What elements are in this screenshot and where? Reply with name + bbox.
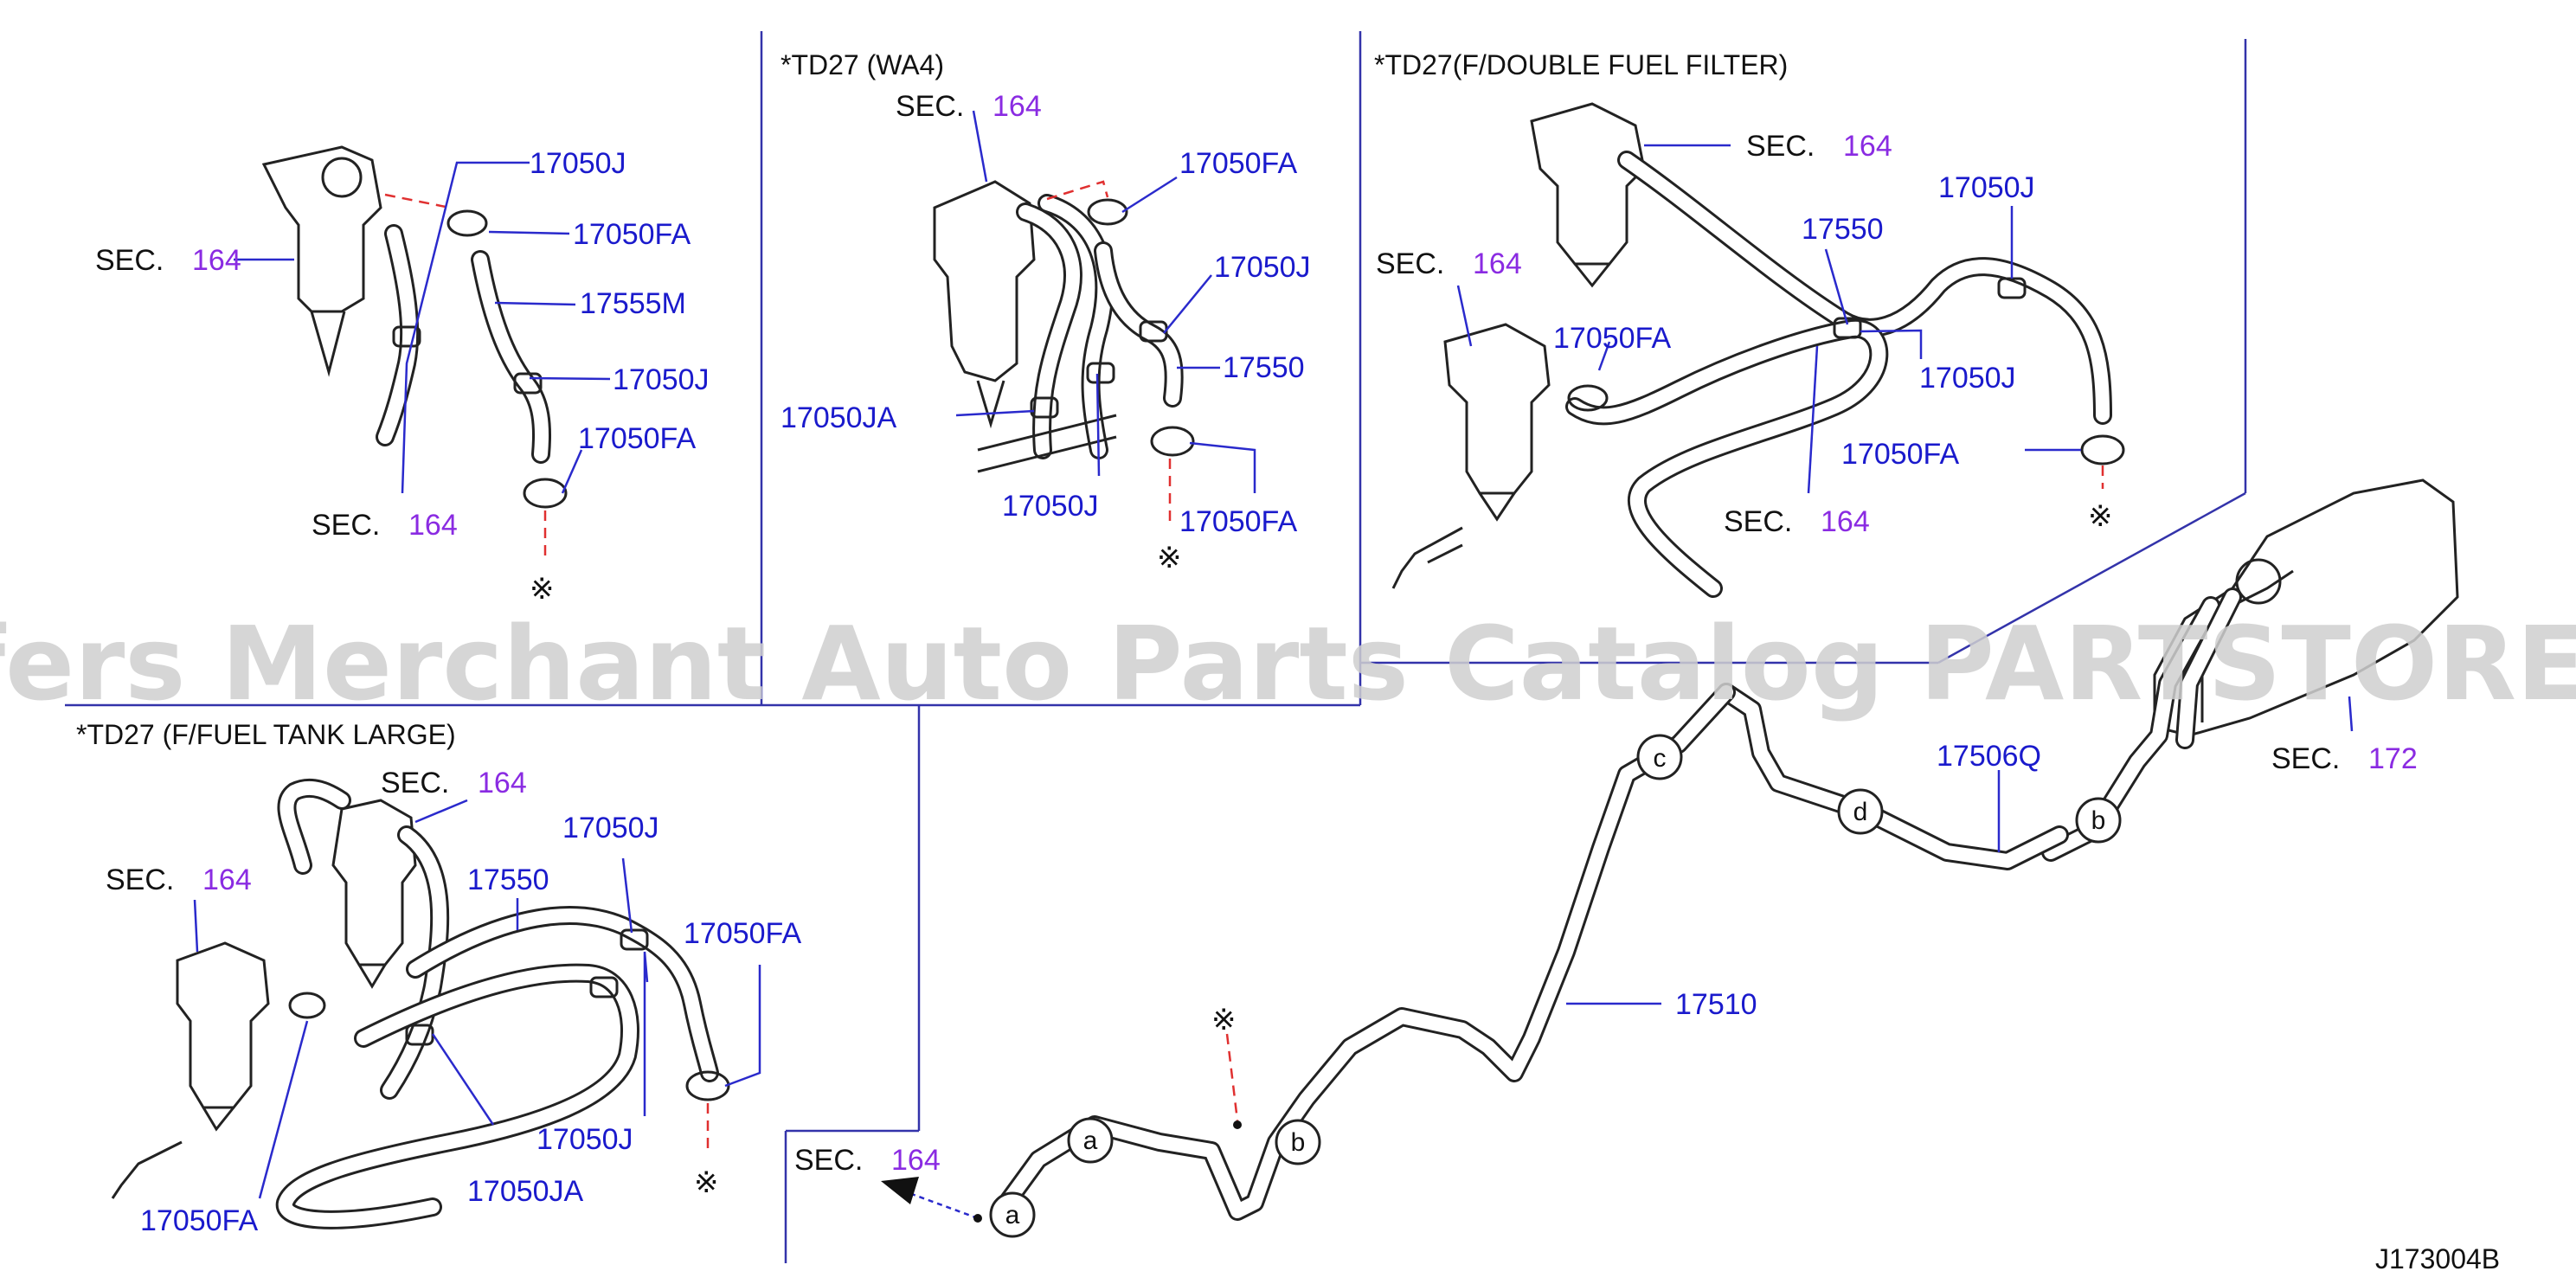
part-number: 17050FA <box>578 422 696 455</box>
diagram-id: J173004B <box>2375 1243 2500 1274</box>
part-number: 17050JA <box>781 401 897 434</box>
clamp-icon <box>1030 396 1059 419</box>
clamp-icon <box>589 976 619 998</box>
clip-icon <box>685 1070 730 1101</box>
panel-title: *TD27 (WA4) <box>781 49 944 80</box>
clamp-icon <box>392 325 421 348</box>
clip-icon <box>1150 426 1195 457</box>
part-number: 17510 <box>1675 988 1757 1021</box>
svg-text:d: d <box>1853 798 1868 826</box>
clamp-icon <box>513 372 543 395</box>
part-number: 17050FA <box>1841 438 1959 471</box>
point-a: a <box>1067 1117 1114 1164</box>
part-number: 17050FA <box>140 1204 258 1237</box>
svg-text:b: b <box>1291 1128 1306 1157</box>
clamp-icon <box>1086 362 1115 384</box>
sec-prefix: SEC. <box>896 90 964 123</box>
fuel-filter-lower <box>176 941 270 1109</box>
fuel-filter-upper <box>1530 102 1646 266</box>
fuel-filter-upper <box>331 799 417 966</box>
sec-prefix: SEC. <box>312 509 380 542</box>
svg-text:c: c <box>1654 744 1667 773</box>
panel-frames <box>65 31 2247 1263</box>
arrow-icon <box>881 1177 919 1204</box>
clip-icon <box>2080 434 2125 465</box>
part-number: 17050J <box>1214 251 1311 284</box>
sec-number: 164 <box>1843 130 1892 163</box>
sec-prefix: SEC. <box>95 244 164 277</box>
part-number: 17550 <box>1802 213 1884 246</box>
panel-basic: SEC. 164 17050J 17050FA 17555M 17050J 17… <box>95 145 710 606</box>
fuel-filter-body <box>933 180 1036 382</box>
panel-title: *TD27 (F/FUEL TANK LARGE) <box>76 719 456 750</box>
note-mark: ※ <box>2088 500 2113 533</box>
part-number: 17506Q <box>1937 740 2041 773</box>
note-mark: ※ <box>1157 542 1182 575</box>
part-number: 17050J <box>613 363 710 396</box>
sec-number: 164 <box>192 244 241 277</box>
part-number: 17050JA <box>467 1175 584 1208</box>
sec-prefix: SEC. <box>2271 742 2340 775</box>
part-number: 17050FA <box>1179 505 1297 538</box>
main-fuel-line: c d b b a a 17510 <box>794 478 2459 1238</box>
point-c: c <box>1636 734 1683 780</box>
part-number: 17050J <box>1938 171 2035 204</box>
sec-number: 164 <box>478 767 527 799</box>
sec-prefix: SEC. <box>1746 130 1815 163</box>
note-mark: ※ <box>530 573 555 606</box>
sec-number: 172 <box>2368 742 2418 775</box>
sec-number: 164 <box>202 863 252 896</box>
sec-number: 164 <box>1821 505 1870 538</box>
point-d: d <box>1837 788 1884 835</box>
panel-double-filter: *TD27(F/DOUBLE FUEL FILTER) SEC. 164 170… <box>1374 49 2125 598</box>
svg-text:a: a <box>1083 1127 1098 1155</box>
watermark: Offers Merchant Auto Parts Catalog PARTS… <box>0 604 2576 723</box>
point-b: b <box>2075 797 2122 844</box>
sec-prefix: SEC. <box>1724 505 1792 538</box>
fuel-filter-body <box>261 145 382 313</box>
part-number: 17050FA <box>1553 322 1671 355</box>
part-number: 17050J <box>1919 362 2016 395</box>
part-number: 17050FA <box>573 218 691 251</box>
sec-number: 164 <box>408 509 458 542</box>
clip-icon <box>523 478 568 509</box>
part-number: 17050FA <box>684 917 801 950</box>
sec-prefix: SEC. <box>1376 247 1444 280</box>
clamp-icon <box>1833 317 1862 339</box>
clip-icon <box>288 992 326 1019</box>
clip-icon <box>1567 384 1609 412</box>
note-mark: ※ <box>694 1166 719 1199</box>
part-number: 17550 <box>467 863 549 896</box>
clamp-icon <box>620 928 649 951</box>
point-a: a <box>989 1191 1036 1238</box>
clip-icon <box>446 209 488 237</box>
svg-text:b: b <box>2091 806 2106 835</box>
note-mark: ※ <box>1211 1004 1237 1037</box>
clip-icon <box>1087 198 1128 226</box>
part-number: 17050J <box>1002 490 1099 523</box>
part-number: 17550 <box>1223 351 1305 384</box>
fuel-filter-lower <box>1443 323 1551 495</box>
sec-prefix: SEC. <box>381 767 449 799</box>
sec-prefix: SEC. <box>794 1144 863 1177</box>
part-number: 17050J <box>562 812 659 844</box>
svg-text:a: a <box>1005 1201 1020 1229</box>
part-number: 17050FA <box>1179 147 1297 180</box>
sec-number: 164 <box>992 90 1042 123</box>
sec-prefix: SEC. <box>106 863 174 896</box>
part-number: 17050J <box>536 1123 633 1156</box>
part-number: 17555M <box>580 287 686 320</box>
panel-wa4: *TD27 (WA4) SEC. 164 17050FA 17050J 1755… <box>781 49 1311 575</box>
sec-number: 164 <box>1473 247 1522 280</box>
point-b: b <box>1275 1119 1321 1165</box>
sec-number: 164 <box>891 1144 941 1177</box>
part-number: 17050J <box>530 147 626 180</box>
panel-title: *TD27(F/DOUBLE FUEL FILTER) <box>1374 49 1788 80</box>
panel-tank-large: *TD27 (F/FUEL TANK LARGE) SEC. 164 17050… <box>76 719 801 1237</box>
